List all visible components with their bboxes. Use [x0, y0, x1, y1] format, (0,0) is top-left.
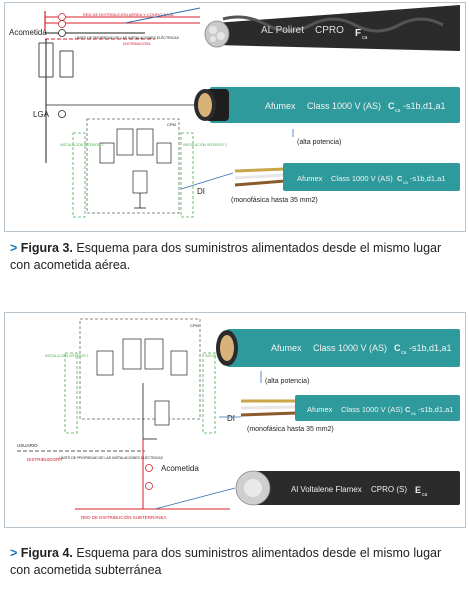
afumex-1-text: Afumex	[271, 343, 302, 353]
afumex-1-rating-sub: ca	[395, 108, 401, 114]
figure-3-panel: RED DE DISTRIBUCIÓN AÉREA Y CONFIG BAJA …	[4, 2, 466, 232]
alta-potencia: (alta potencia)	[297, 139, 341, 146]
afumex-2-rating-sub: ca	[411, 411, 416, 416]
cable-poliret: AL Poliret CPRO F ca	[204, 5, 460, 51]
ground-box	[132, 170, 148, 194]
acometida-label: Acometida	[161, 464, 199, 473]
afumex-2-rating-c: C	[405, 405, 411, 414]
afumex-1-rating-c: C	[394, 343, 401, 353]
lga-label: LGA	[33, 110, 50, 119]
caption-marker: >	[10, 241, 18, 255]
cable-afumex-1: Afumex Class 1000 V (AS) C ca -s1b,d1,a1	[194, 87, 460, 123]
meter-2	[144, 338, 164, 370]
afumex-1-rating-sub: ca	[401, 350, 407, 356]
marker-1	[58, 13, 66, 21]
instalacion-left-label: INSTALACIÓN INTERIOR 1	[60, 142, 104, 147]
instalacion-left-box	[64, 352, 78, 434]
instalacion-left-box	[72, 132, 86, 218]
red-subterranea-label: RED DE DISTRIBUCIÓN SUBTERRÁNEA	[81, 514, 167, 520]
caption-text: Esquema para dos suministros alimentados…	[10, 241, 442, 272]
afumex-2-text: Afumex	[297, 174, 323, 183]
voltalene-class: E	[415, 485, 421, 495]
afumex-1-rating-rest: -s1b,d1,a1	[403, 101, 446, 111]
caption-figure-label: Figura 4.	[20, 546, 73, 560]
cable-poliret-class: F	[355, 28, 361, 39]
distribuidora-label: DISTRIBUIDORA	[123, 42, 151, 46]
marker-2	[145, 464, 153, 472]
cpm-label: CPM	[167, 122, 176, 127]
cable-poliret-sub: ca	[362, 35, 368, 41]
voltalene-lead	[154, 487, 236, 510]
distribuidora-label: DISTRIBUIDORA	[27, 457, 62, 462]
afumex-1-text: Afumex	[265, 101, 296, 111]
cpm-label: CPM	[190, 323, 199, 328]
cable-afumex-1: Afumex Class 1000 V (AS) C ca -s1b,d1,a1	[216, 329, 460, 367]
figure-3-caption: > Figura 3. Esquema para dos suministros…	[10, 240, 460, 274]
marker-acometida	[58, 29, 66, 37]
acometida-label: Acometida	[9, 28, 47, 37]
cable-afumex-2: Afumex Class 1000 V (AS) C ca -s1b,d1,a1	[240, 395, 460, 421]
limite-label: LÍMITE DE PROPIEDAD DE LAS INSTALACIONES…	[75, 35, 179, 40]
fuse-box	[59, 50, 74, 78]
caption-marker: >	[10, 546, 18, 560]
breaker-right	[170, 350, 188, 376]
figure-4-panel: CPM INSTALACIÓN INTERIOR 1 INSTALACIÓN I…	[4, 312, 466, 528]
monofasica: (monofásica hasta 35 mm2)	[231, 197, 318, 204]
afumex-2-rating-rest: -s1b,d1,a1	[418, 405, 453, 414]
di-label: DI	[197, 187, 205, 196]
blue-cable-lead	[124, 7, 201, 24]
marker-lga	[58, 110, 66, 118]
limite-label: LÍMITE DE PROPIEDAD DE LAS INSTALACIONES…	[59, 455, 163, 460]
meter-1	[122, 338, 142, 370]
instalacion-right-label: INSTALACIÓN INTERIOR 2	[183, 142, 227, 147]
instalacion-left-label: INSTALACIÓN INTERIOR 1	[45, 353, 89, 358]
breaker-left	[99, 142, 115, 164]
afumex-1-class: Class 1000 V (AS)	[307, 101, 381, 111]
meter-2	[136, 128, 154, 156]
cable-poliret-brand: AL Poliret	[261, 25, 304, 36]
voltalene-brand: Al Voltalene Flamex	[291, 485, 362, 494]
cable-voltalene: Al Voltalene Flamex CPRO (S) E ca	[235, 470, 460, 506]
instalacion-right-box	[202, 352, 216, 434]
voltalene-type: CPRO (S)	[371, 485, 407, 494]
monofasica: (monofásica hasta 35 mm2)	[247, 426, 334, 433]
marker-2	[58, 20, 66, 28]
afumex-1-rating-c: C	[388, 101, 395, 111]
afumex-2-rating-rest: -s1b,d1,a1	[410, 174, 445, 183]
cable-poliret-type: CPRO	[315, 25, 344, 36]
voltalene-sub: ca	[422, 492, 428, 498]
cable-afumex-2: Afumex Class 1000 V (AS) C ca -s1b,d1,a1	[234, 163, 460, 191]
afumex-1-rating-rest: -s1b,d1,a1	[409, 343, 452, 353]
usuario-label: USUARIO	[17, 443, 38, 448]
di-lead	[180, 172, 234, 190]
ground-box	[154, 400, 170, 426]
instalacion-right-box	[180, 132, 194, 218]
meter-1	[116, 128, 134, 156]
breaker-left	[96, 350, 114, 376]
alta-potencia: (alta potencia)	[265, 378, 309, 385]
caption-figure-label: Figura 3.	[20, 241, 73, 255]
afumex-2-text: Afumex	[307, 405, 333, 414]
marker-1	[145, 482, 153, 490]
figure-4-diagram: CPM INSTALACIÓN INTERIOR 1 INSTALACIÓN I…	[17, 318, 460, 520]
figure-4-caption: > Figura 4. Esquema para dos suministros…	[10, 545, 460, 579]
di-label: DI	[227, 414, 235, 423]
caption-text: Esquema para dos suministros alimentados…	[10, 546, 442, 577]
breaker-right	[156, 142, 172, 164]
afumex-2-class: Class 1000 V (AS)	[331, 174, 393, 183]
figure-3-diagram: RED DE DISTRIBUCIÓN AÉREA Y CONFIG BAJA …	[9, 5, 460, 218]
red-aerea-label: RED DE DISTRIBUCIÓN AÉREA Y CONFIG BAJA	[83, 12, 174, 17]
afumex-2-rating-c: C	[397, 174, 403, 183]
afumex-2-rating-sub: ca	[403, 180, 408, 185]
afumex-1-class: Class 1000 V (AS)	[313, 343, 387, 353]
afumex-2-class: Class 1000 V (AS)	[341, 405, 403, 414]
